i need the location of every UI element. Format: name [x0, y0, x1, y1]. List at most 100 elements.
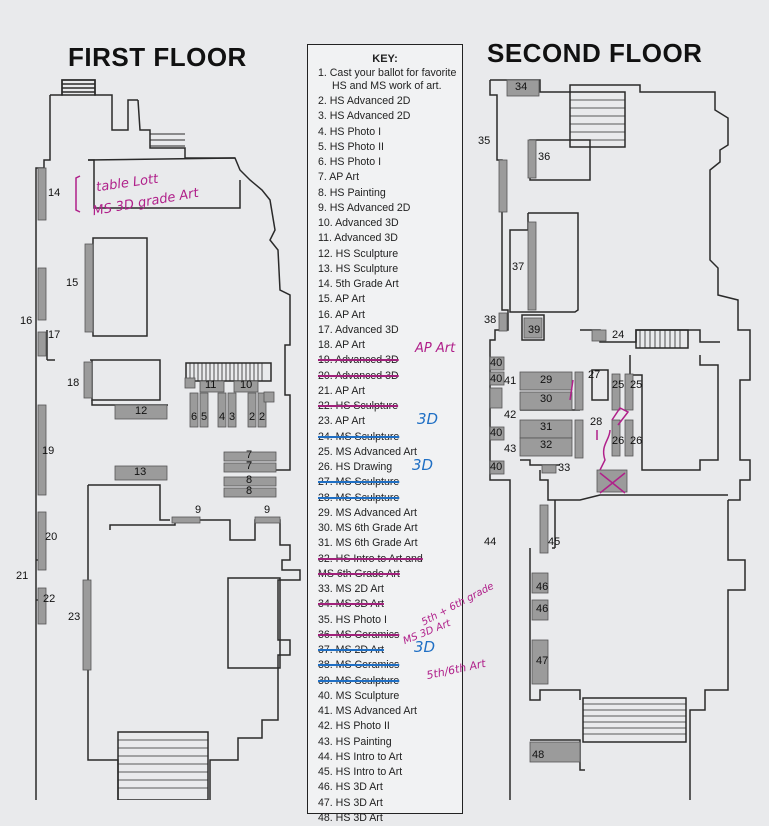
- room-label-8b: 8: [246, 485, 253, 497]
- second-floor-panels: [489, 79, 634, 763]
- panel-2b: [257, 392, 267, 428]
- key-item: 9. HS Advanced 2D: [318, 201, 411, 214]
- room-label-5: 5: [201, 411, 208, 423]
- panel-40c: [489, 426, 505, 441]
- key-item: 1. Cast your ballot for favorite HS and …: [318, 67, 457, 92]
- map-annotations: [75, 175, 630, 494]
- room-label-39: 39: [528, 324, 541, 336]
- key-item: 15. AP Art: [318, 293, 365, 306]
- panel-45: [539, 504, 549, 554]
- room-label-40b: 40: [490, 373, 503, 385]
- key-item: 10. Advanced 3D: [318, 217, 399, 229]
- key-legend: KEY: 1. Cast your ballot for favorite HS…: [307, 44, 463, 824]
- room-label-10: 10: [240, 379, 253, 391]
- handwritten-3d-28: 3D: [412, 456, 434, 474]
- panel-9a: [171, 516, 201, 524]
- key-item: 35. HS Photo I: [318, 613, 387, 626]
- key-item: 46. HS 3D Art: [318, 781, 383, 794]
- key-item: 7. AP Art: [318, 171, 360, 184]
- panel-48: [529, 741, 581, 763]
- key-item: 23. AP Art: [318, 415, 365, 428]
- room-label-26a: 26: [612, 435, 625, 447]
- room-label-18: 18: [67, 377, 80, 389]
- second-floor-title: SECOND FLOOR: [487, 38, 703, 68]
- key-item: 33. MS 2D Art: [318, 583, 384, 595]
- room-label-40d: 40: [490, 461, 503, 473]
- room-label-33: 33: [558, 462, 571, 474]
- room-label-14: 14: [48, 187, 61, 199]
- panel-33: [541, 464, 557, 474]
- room-label-20: 20: [45, 531, 58, 543]
- panel-9b: [254, 516, 281, 524]
- room-label-34: 34: [515, 81, 528, 93]
- key-item: 11. Advanced 3D: [318, 232, 398, 245]
- panel-29-side: [574, 371, 584, 411]
- panel-13: [114, 465, 168, 481]
- room-label-42: 42: [504, 409, 517, 421]
- panel-36: [527, 139, 537, 179]
- key-item: 18. AP Art: [318, 339, 365, 351]
- key-item: 26. HS Drawing: [318, 461, 393, 473]
- room-label-17: 17: [48, 329, 61, 341]
- room-label-21: 21: [16, 570, 29, 582]
- room-label-25b: 25: [630, 379, 643, 391]
- key-item: 43. HS Painting: [318, 735, 392, 748]
- panel-16a: [37, 267, 47, 321]
- panel-16b: [37, 331, 47, 357]
- room-label-4: 4: [219, 411, 226, 423]
- room-label-40c: 40: [490, 427, 503, 439]
- key-item: 42. HS Photo II: [318, 720, 390, 733]
- room-label-47: 47: [536, 655, 549, 667]
- key-item: 21. AP Art: [318, 384, 365, 397]
- room-label-9a: 9: [195, 504, 202, 516]
- room-label-30: 30: [540, 393, 553, 405]
- room-label-28: 28: [590, 416, 603, 428]
- key-item: 13. HS Sculpture: [318, 262, 399, 275]
- key-item: 8. HS Painting: [318, 186, 386, 199]
- key-item: 40. MS Sculpture: [318, 689, 400, 702]
- room-label-13: 13: [134, 466, 147, 478]
- room-label-11: 11: [205, 379, 217, 391]
- key-item: 31. MS 6th Grade Art: [318, 537, 418, 550]
- key-title: KEY:: [372, 53, 398, 65]
- panel-8a: [223, 476, 277, 487]
- panel-19: [37, 404, 47, 496]
- panel-38: [498, 312, 508, 332]
- key-item: 22. HS Sculpture: [318, 400, 399, 412]
- key-item: 3. HS Advanced 2D: [318, 110, 411, 123]
- key-item: 41. MS Advanced Art: [318, 705, 417, 717]
- key-item: 36. MS Ceramics: [318, 628, 400, 641]
- room-label-24: 24: [612, 329, 625, 341]
- key-item: 19. Advanced 3D: [318, 354, 399, 367]
- room-label-40a: 40: [490, 357, 503, 369]
- panel-46b: [531, 599, 549, 621]
- room-label-2b: 2: [259, 411, 266, 423]
- panel-18: [83, 361, 93, 399]
- key-item: 45. HS Intro to Art: [318, 766, 403, 778]
- key-item: 48. HS 3D Art: [318, 811, 383, 824]
- panel-25a: [611, 373, 621, 411]
- panel-40b: [489, 371, 505, 386]
- room-label-46b: 46: [536, 603, 549, 615]
- key-item: 12. HS Sculpture: [318, 247, 399, 260]
- room-label-32: 32: [540, 439, 553, 451]
- second-floor-walls: [489, 79, 751, 800]
- panel-35: [498, 159, 508, 213]
- key-item: 20. Advanced 3D: [318, 369, 399, 382]
- room-label-8a: 8: [246, 474, 253, 486]
- room-label-35: 35: [478, 135, 491, 147]
- panel-10: [233, 380, 259, 393]
- panel-30: [519, 391, 573, 411]
- panel-2a: [247, 392, 257, 428]
- handwritten-3d-39: 3D: [414, 638, 436, 656]
- room-label-41: 41: [504, 375, 517, 387]
- room-label-38: 38: [484, 314, 497, 326]
- floor-plan-map: [35, 79, 751, 800]
- key-item: 38. MS Ceramics: [318, 659, 400, 672]
- room-label-15: 15: [66, 277, 79, 289]
- panel-small-1: [263, 391, 275, 403]
- room-label-23: 23: [68, 611, 81, 623]
- room-label-9b: 9: [264, 504, 271, 516]
- key-item: 30. MS 6th Grade Art: [318, 522, 418, 534]
- panel-32: [519, 437, 573, 457]
